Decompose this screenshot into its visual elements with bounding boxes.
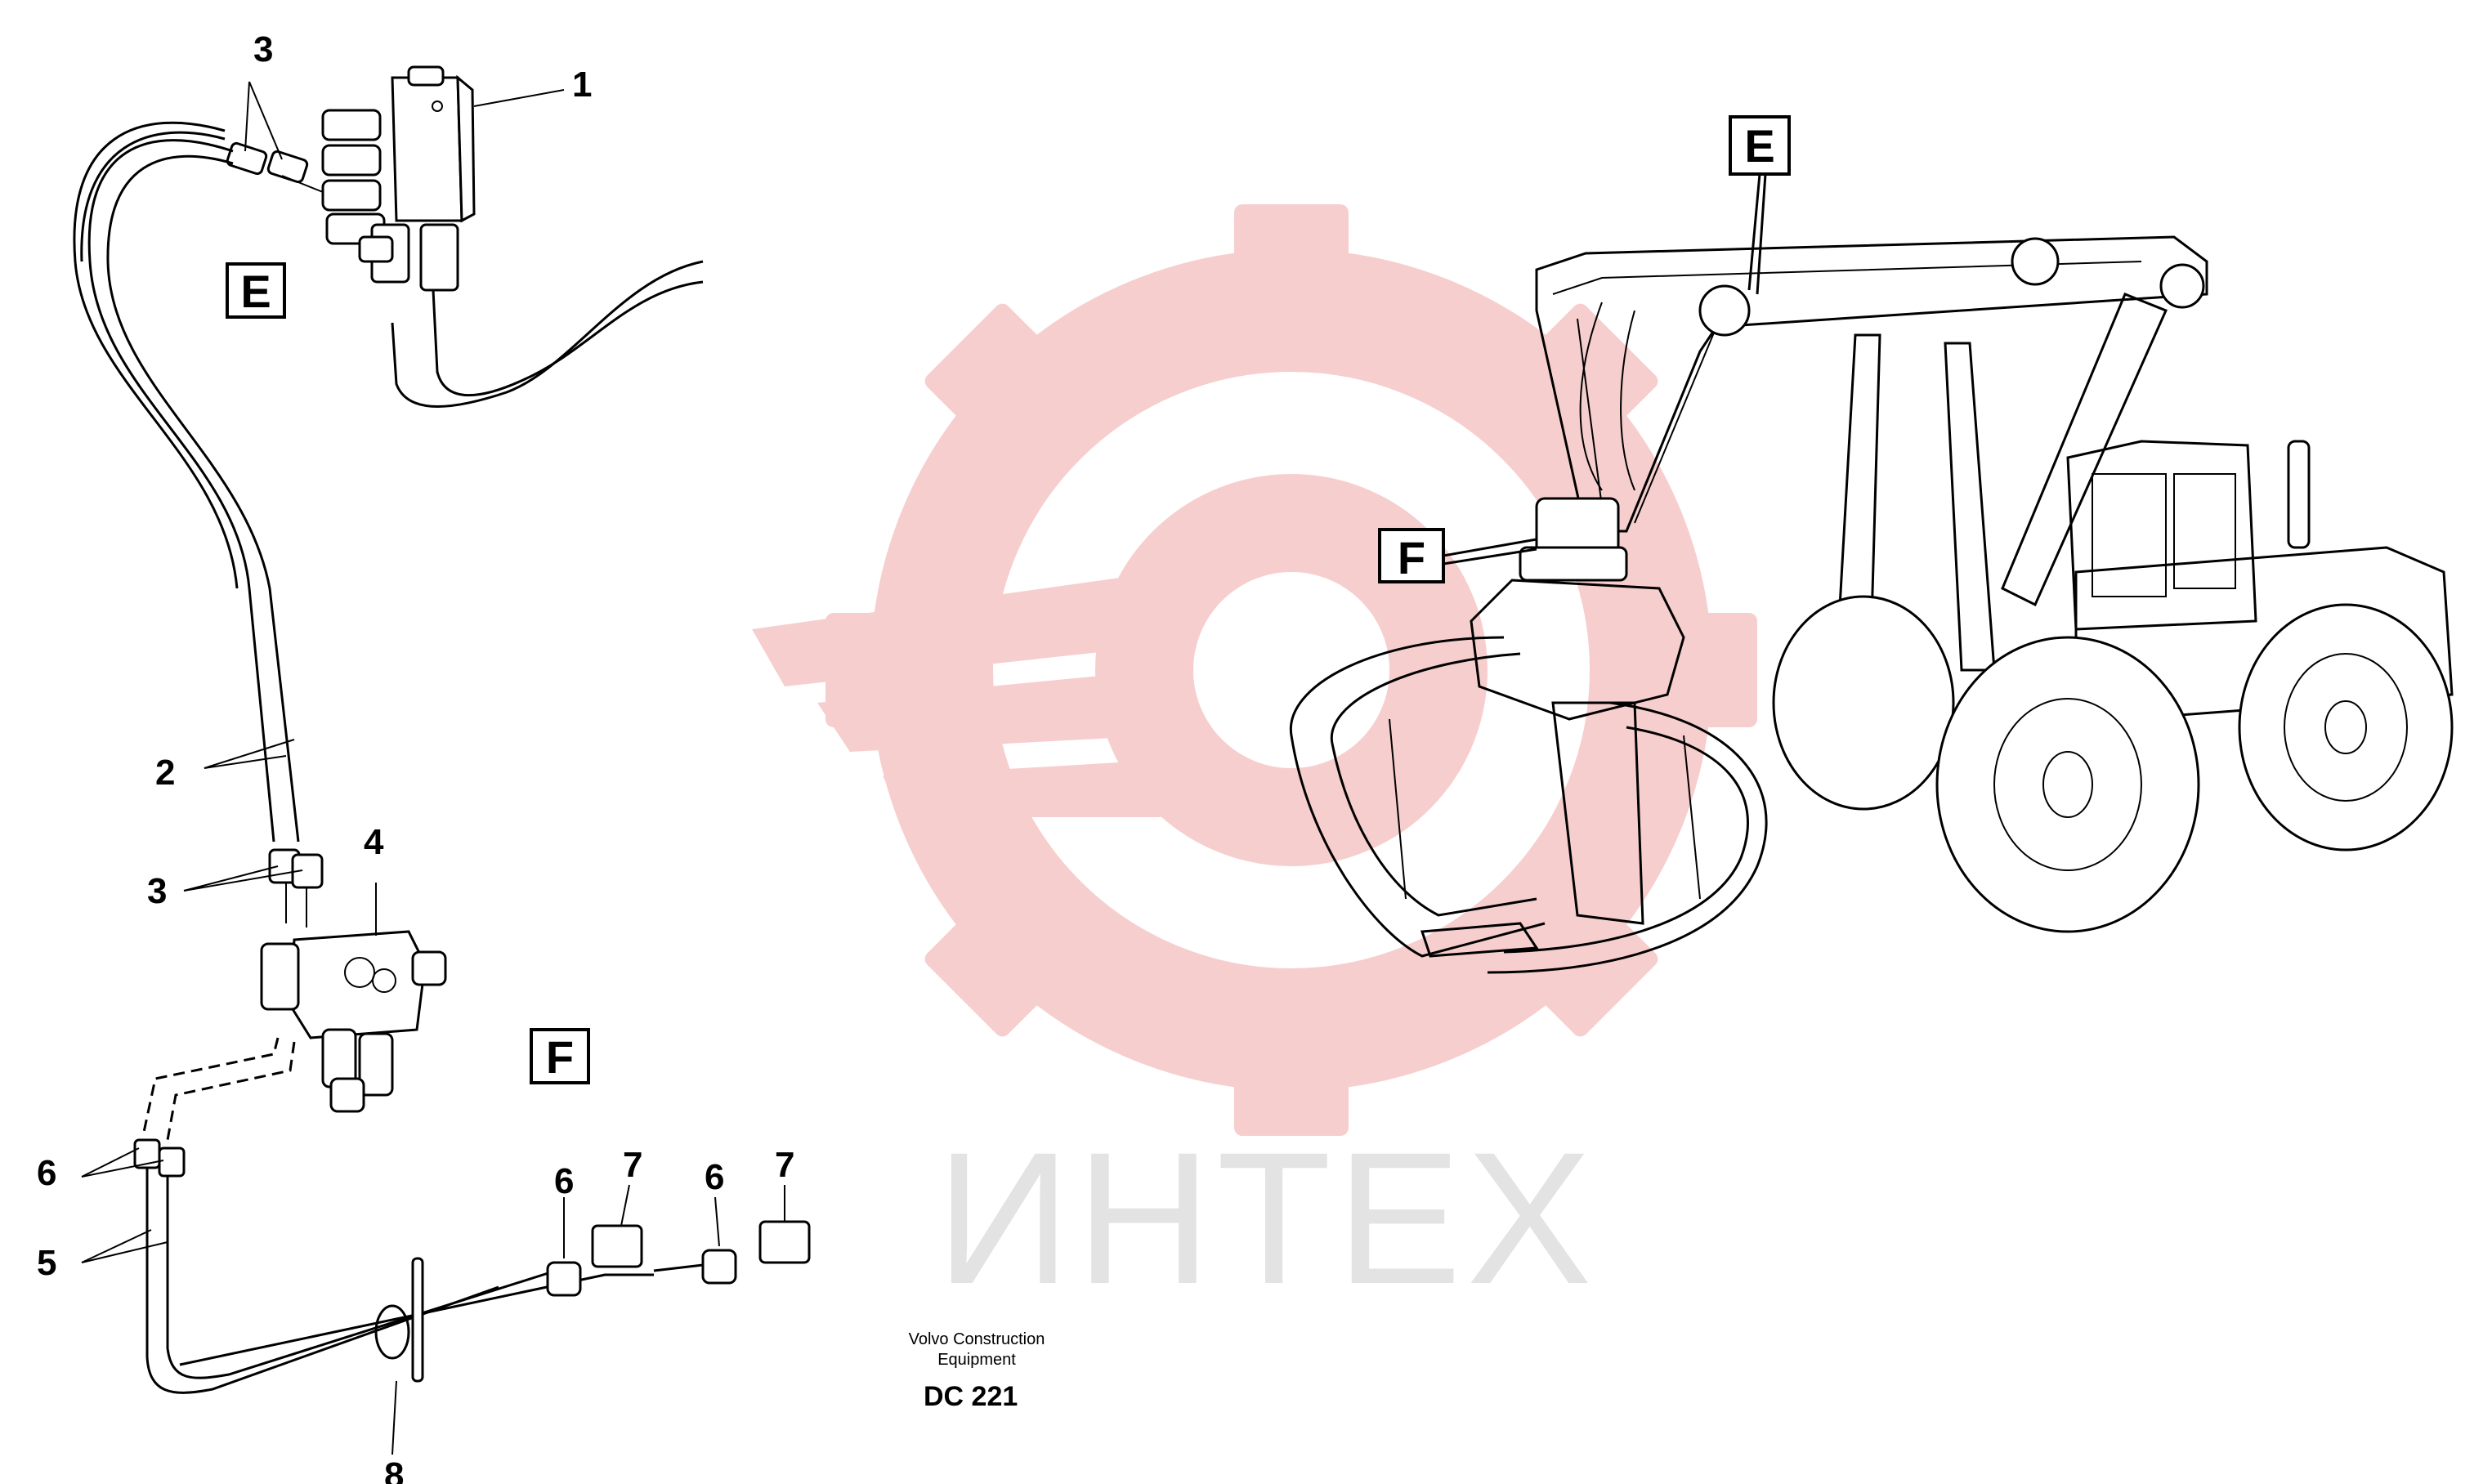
callout-3: 3	[253, 29, 273, 69]
svg-text:F: F	[546, 1031, 574, 1083]
drawing-code: DC 221	[924, 1381, 1018, 1412]
callout-3: 3	[147, 871, 167, 911]
svg-text:E: E	[240, 266, 271, 317]
view-label-E-machine: E	[1729, 115, 1791, 295]
machine-wheels	[1772, 595, 2454, 933]
callout-6: 6	[554, 1161, 574, 1201]
view-label-F: F	[530, 1028, 590, 1084]
hose-assembly-drawing: E F 1 3 2 3 4 6 5 8 7 6 6 7	[37, 29, 811, 1484]
callout-8: 8	[384, 1455, 404, 1484]
watermark-gear-logo	[752, 204, 1757, 1136]
manufacturer-caption-line2: Equipment	[937, 1351, 1016, 1369]
callout-1: 1	[572, 65, 592, 105]
watermark-text: ИНТЕХ	[936, 1113, 1597, 1323]
view-label-F-machine: F	[1378, 528, 1537, 583]
callout-5: 5	[37, 1243, 56, 1283]
callout-4: 4	[364, 822, 384, 862]
callout-6: 6	[37, 1153, 56, 1193]
callout-2: 2	[155, 753, 175, 793]
grapple	[1289, 579, 1768, 974]
svg-text:E: E	[1744, 120, 1774, 172]
valve-block	[260, 930, 447, 1113]
callout-7: 7	[623, 1145, 642, 1185]
svg-text:F: F	[1398, 532, 1425, 583]
view-label-E: E	[226, 262, 286, 319]
callout-7: 7	[775, 1145, 794, 1185]
manufacturer-caption: Volvo Construction	[909, 1330, 1045, 1348]
machine-drawing: E F	[1289, 115, 2454, 974]
mid-couplings	[268, 848, 324, 928]
callout-6: 6	[705, 1157, 724, 1197]
upper-couplings	[226, 141, 324, 193]
distribution-block	[321, 65, 476, 292]
